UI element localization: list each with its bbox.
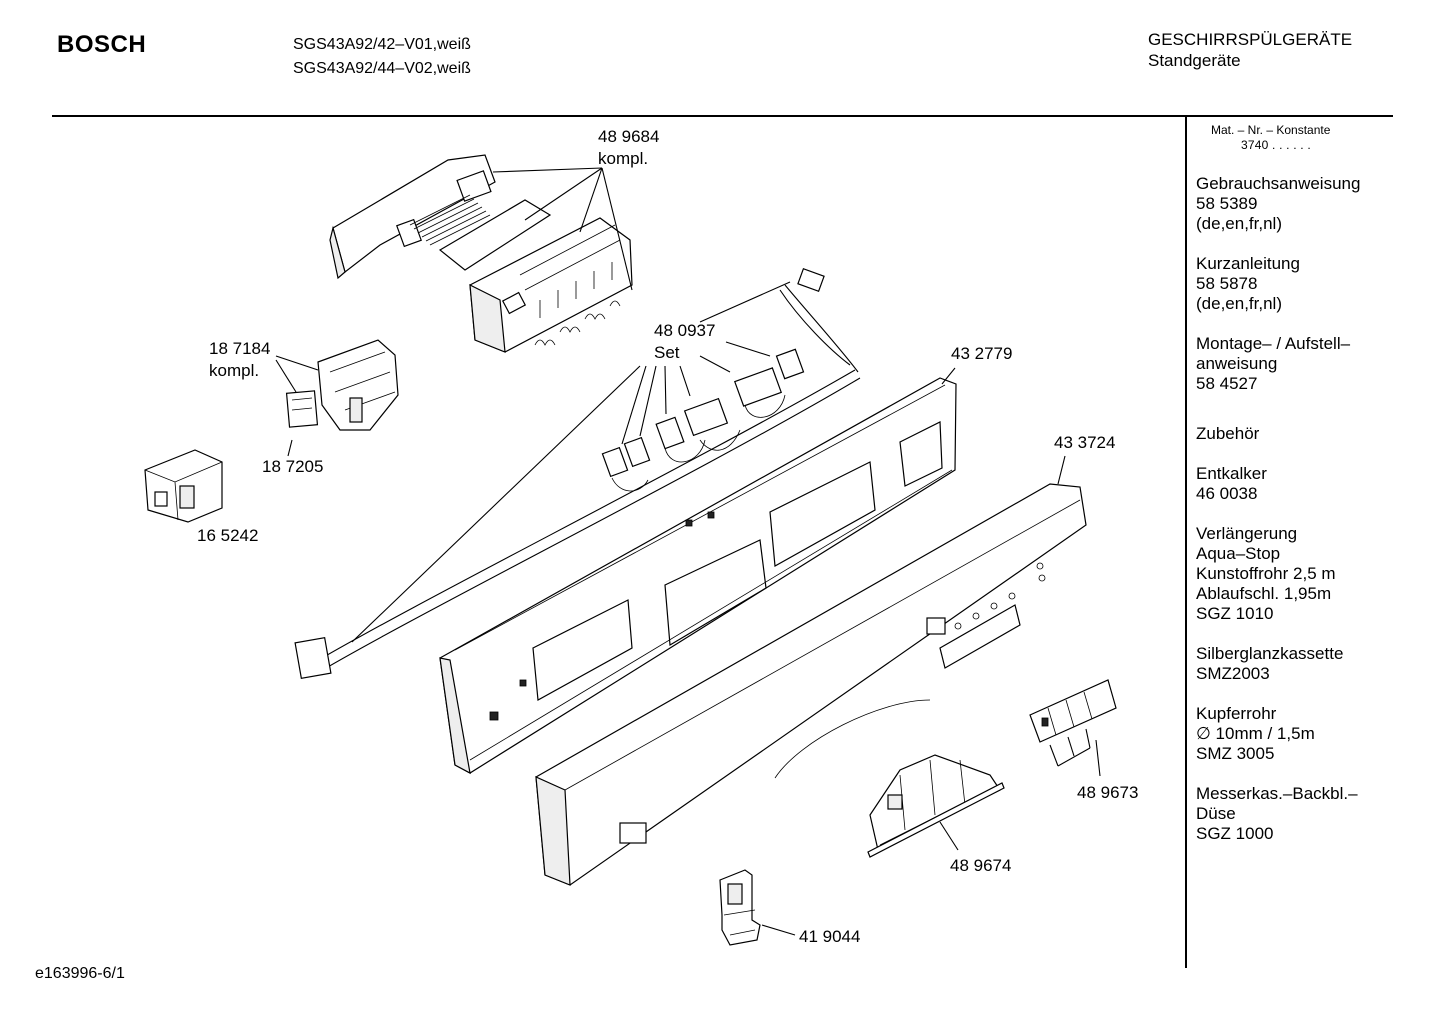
leader-line-187205 [287, 439, 293, 457]
info-line: 46 0038 [1196, 484, 1258, 503]
part-480937-number: 48 0937 [654, 321, 715, 340]
leader-line-433724 [1057, 455, 1066, 485]
info-line: Kunstoffrohr 2,5 m [1196, 564, 1336, 583]
category-title: GESCHIRRSPÜLGERÄTE [1148, 30, 1353, 49]
mat-number-label: Mat. – Nr. – Konstante [1211, 123, 1331, 137]
brand-logo: BOSCH [57, 31, 147, 58]
part-489684-number: 48 9684 [598, 127, 659, 146]
info-line: Düse [1196, 804, 1236, 823]
info-line: Kupferrohr [1196, 704, 1277, 723]
doc-installation: Montage– / Aufstell– anweisung 58 4527 [1196, 334, 1386, 394]
fascia-panel [535, 483, 1087, 886]
part-489684-note: kompl. [598, 149, 648, 168]
info-line: Aqua–Stop [1196, 544, 1281, 563]
info-line: ∅ 10mm / 1,5m [1196, 724, 1315, 743]
control-panel-frame [439, 377, 957, 775]
part-187205-number: 18 7205 [262, 457, 323, 476]
info-line: Silberglanzkassette [1196, 644, 1344, 663]
category-subtitle: Standgeräte [1148, 51, 1241, 70]
part-480937-note: Set [654, 343, 680, 362]
part-489674-number: 48 9674 [950, 856, 1011, 875]
info-line: Ablaufschl. 1,95m [1196, 584, 1332, 603]
info-line: (de,en,fr,nl) [1196, 294, 1282, 313]
accessory-copper-pipe: Kupferrohr ∅ 10mm / 1,5m SMZ 3005 [1196, 704, 1386, 764]
leader-lines-489673 [1049, 728, 1101, 777]
hinge-bracket [719, 869, 761, 946]
info-line: Zubehör [1196, 424, 1260, 443]
mat-number-value: 3740 . . . . . . [1241, 138, 1311, 152]
doc-quick-guide: Kurzanleitung 58 5878 (de,en,fr,nl) [1196, 254, 1386, 314]
header-rule [52, 115, 1393, 117]
part-489673-number: 48 9673 [1077, 783, 1138, 802]
accessory-extension: Verlängerung Aqua–Stop Kunstoffrohr 2,5 … [1196, 524, 1386, 624]
part-165242-number: 16 5242 [197, 526, 258, 545]
accessory-cutlery-basket: Messerkas.–Backbl.– Düse SGZ 1000 [1196, 784, 1386, 844]
leader-line-419044 [761, 924, 796, 936]
model-line-1: SGS43A92/42–V01,weiß [293, 36, 471, 53]
accessory-silver-cassette: Silberglanzkassette SMZ2003 [1196, 644, 1386, 684]
leader-line-489674 [939, 821, 959, 851]
part-433724-number: 43 3724 [1054, 433, 1115, 452]
info-line: SGZ 1000 [1196, 824, 1274, 843]
part-432779-number: 43 2779 [951, 344, 1012, 363]
info-line: 58 4527 [1196, 374, 1258, 393]
exploded-view-drawing: 48 9684 kompl. 48 0937 Set [144, 127, 1138, 946]
doc-user-manual: Gebrauchsanweisung 58 5389 (de,en,fr,nl) [1196, 174, 1386, 234]
info-line: Gebrauchsanweisung [1196, 174, 1361, 193]
info-line: Kurzanleitung [1196, 254, 1300, 273]
leader-lines-480937 [351, 281, 791, 643]
part-187184-note: kompl. [209, 361, 259, 380]
leader-lines-187184 [275, 355, 319, 393]
info-line: Messerkas.–Backbl.– [1196, 784, 1358, 803]
info-line: (de,en,fr,nl) [1196, 214, 1282, 233]
info-line: 58 5878 [1196, 274, 1258, 293]
sidebar-divider [1185, 116, 1187, 968]
info-line: 58 5389 [1196, 194, 1258, 213]
part-187184-number: 18 7184 [209, 339, 270, 358]
switch-module [144, 449, 223, 523]
door-lock-assembly [285, 339, 399, 431]
control-board-assembly [329, 154, 633, 353]
leader-line-432779 [941, 367, 956, 385]
drawing-code: e163996-6/1 [35, 965, 125, 982]
info-line: SMZ2003 [1196, 664, 1270, 683]
sidebar-info: Gebrauchsanweisung 58 5389 (de,en,fr,nl)… [1196, 174, 1386, 864]
accessory-descaler: Entkalker 46 0038 [1196, 464, 1386, 504]
info-line: Verlängerung [1196, 524, 1298, 543]
model-line-2: SGS43A92/44–V02,weiß [293, 60, 471, 77]
wiring-harness-set [294, 267, 861, 680]
info-line: anweisung [1196, 354, 1278, 373]
button-set [1029, 679, 1117, 743]
accessories-heading: Zubehör [1196, 424, 1386, 444]
info-line: SGZ 1010 [1196, 604, 1274, 623]
part-419044-number: 41 9044 [799, 927, 860, 946]
info-line: SMZ 3005 [1196, 744, 1275, 763]
door-handle-insert [867, 754, 1005, 858]
leader-lines-489684 [492, 167, 633, 291]
info-line: Montage– / Aufstell– [1196, 334, 1351, 353]
info-line: Entkalker [1196, 464, 1267, 483]
